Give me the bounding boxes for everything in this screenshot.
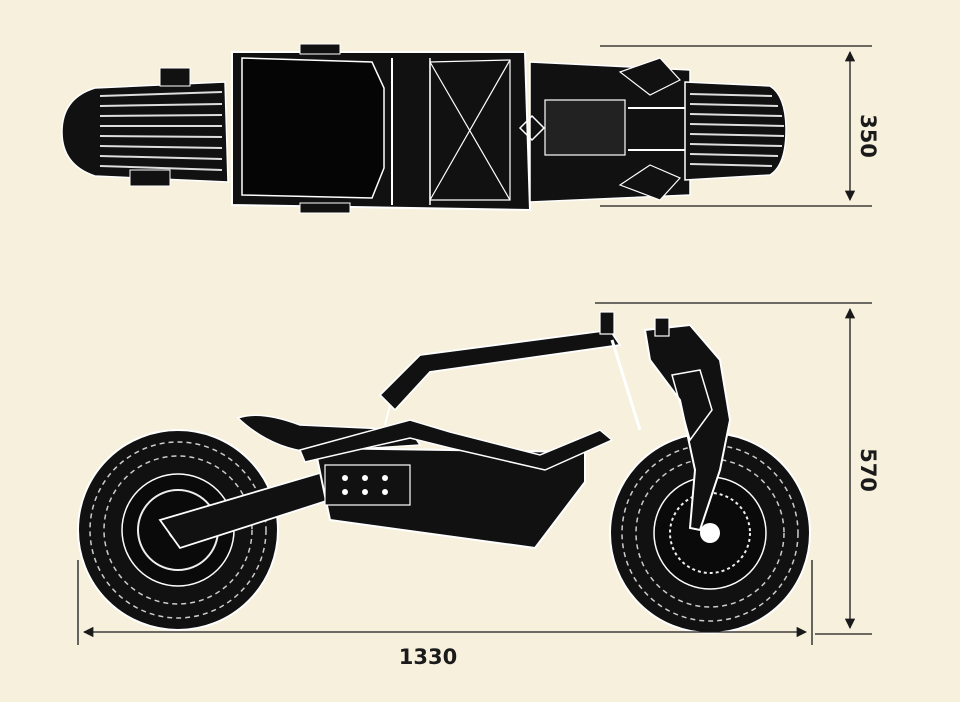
dimension-lines	[77, 45, 872, 645]
top-rear-wheel	[61, 67, 229, 187]
length-dimension-label: 1330	[399, 645, 457, 669]
height-dimension-label: 570	[856, 448, 880, 492]
width-dimension-label: 350	[856, 114, 880, 158]
side-front-fork	[643, 323, 732, 532]
side-view	[77, 311, 811, 634]
side-front-wheel	[609, 432, 811, 634]
side-motor-bolts	[342, 475, 388, 495]
side-frame-lower	[298, 419, 614, 471]
top-front-wheel	[684, 81, 787, 181]
side-motor	[324, 464, 411, 506]
top-chassis	[231, 43, 532, 214]
side-frame-upper	[378, 329, 622, 412]
top-view	[61, 43, 787, 214]
top-front-assembly	[518, 57, 700, 203]
